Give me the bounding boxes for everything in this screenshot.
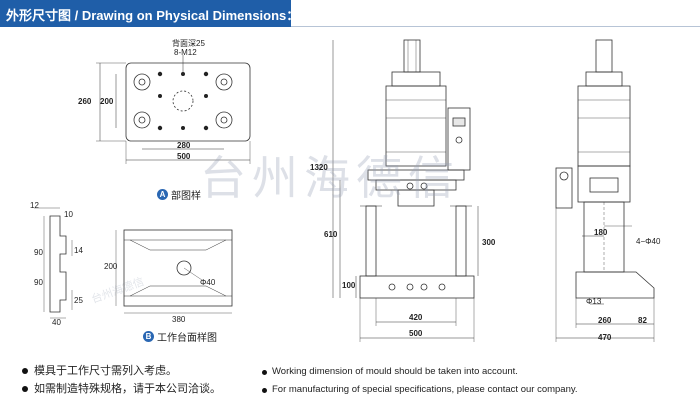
- bullet-icon: [22, 386, 28, 392]
- dim-side-4phi40: 4−Φ40: [636, 237, 661, 246]
- notes-en: Working dimension of mould should be tak…: [262, 363, 578, 399]
- dim-front-1320: 1320: [310, 163, 328, 172]
- callout-holes: 8-M12: [174, 48, 197, 57]
- dim-side-470: 470: [598, 333, 612, 342]
- dim-front-100: 100: [342, 281, 356, 290]
- dim-front-500: 500: [409, 329, 423, 338]
- caption-b-text: 工作台面样图: [157, 333, 217, 344]
- caption-a-text: 部图样: [171, 191, 201, 202]
- note-cn-2: 如需制造特殊规格，请于本公司洽谈。: [22, 380, 221, 398]
- dim-side-260: 260: [598, 316, 612, 325]
- callout-depth: 背面深25: [172, 39, 205, 48]
- dim-a-500: 500: [177, 152, 191, 161]
- dim-side-phi13: Φ13: [586, 297, 602, 306]
- dim-b-40: 40: [52, 318, 61, 327]
- dim-b-12: 12: [30, 201, 39, 210]
- header-bar: 外形尺寸图 / Drawing on Physical Dimensions：: [0, 0, 299, 27]
- note-en-2: For manufacturing of special specificati…: [262, 381, 578, 399]
- front-view-press: [332, 39, 479, 342]
- bullet-icon: [262, 369, 267, 375]
- caption-a-badge: A: [157, 189, 168, 200]
- header-rule: [291, 26, 700, 27]
- note-en-1: Working dimension of mould should be tak…: [262, 363, 578, 381]
- dim-b-380: 380: [172, 315, 186, 324]
- drawing-a-plate: [96, 55, 251, 164]
- dim-front-300: 300: [482, 238, 496, 247]
- notes-cn: 模具于工作尺寸需列入考虑。 如需制造特殊规格，请于本公司洽谈。: [22, 362, 221, 398]
- watermark: 台州海德信: [200, 152, 460, 204]
- dim-b-14: 14: [74, 246, 83, 255]
- dim-b-10: 10: [64, 210, 73, 219]
- caption-a: A 部图样: [157, 187, 201, 202]
- dim-front-610: 610: [324, 230, 338, 239]
- dim-side-180: 180: [594, 228, 608, 237]
- bullet-icon: [22, 368, 28, 374]
- dim-b-25: 25: [74, 296, 83, 305]
- note-cn-1: 模具于工作尺寸需列入考虑。: [22, 362, 221, 380]
- dim-b-90b: 90: [34, 278, 43, 287]
- dim-a-200: 200: [100, 97, 114, 106]
- side-view-press: [555, 39, 655, 342]
- dim-b-phi40: Φ40: [200, 278, 216, 287]
- dim-a-280: 280: [177, 141, 191, 150]
- dim-a-260: 260: [78, 97, 92, 106]
- bullet-icon: [262, 387, 267, 393]
- dim-front-420: 420: [409, 313, 423, 322]
- dim-b-90a: 90: [34, 248, 43, 257]
- caption-b-badge: B: [143, 331, 154, 342]
- caption-b: B 工作台面样图: [143, 329, 217, 344]
- page-title: 外形尺寸图 / Drawing on Physical Dimensions：: [6, 8, 300, 23]
- drawing-b-table: [34, 207, 233, 319]
- dim-side-82: 82: [638, 316, 647, 325]
- dim-b-200: 200: [104, 262, 118, 271]
